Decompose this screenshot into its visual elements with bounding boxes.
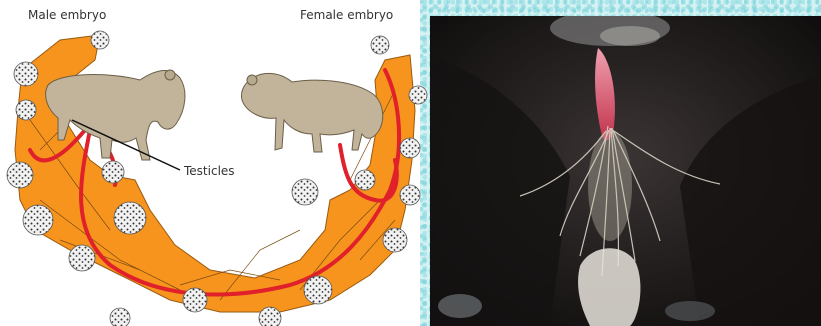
female-embryo-label: Female embryo xyxy=(300,8,393,22)
testicles-label: Testicles xyxy=(184,164,235,178)
freemartin-diagram xyxy=(0,0,428,326)
male-embryo-label: Male embryo xyxy=(28,8,106,22)
female-embryo xyxy=(241,73,382,152)
calf-photo xyxy=(430,16,821,326)
